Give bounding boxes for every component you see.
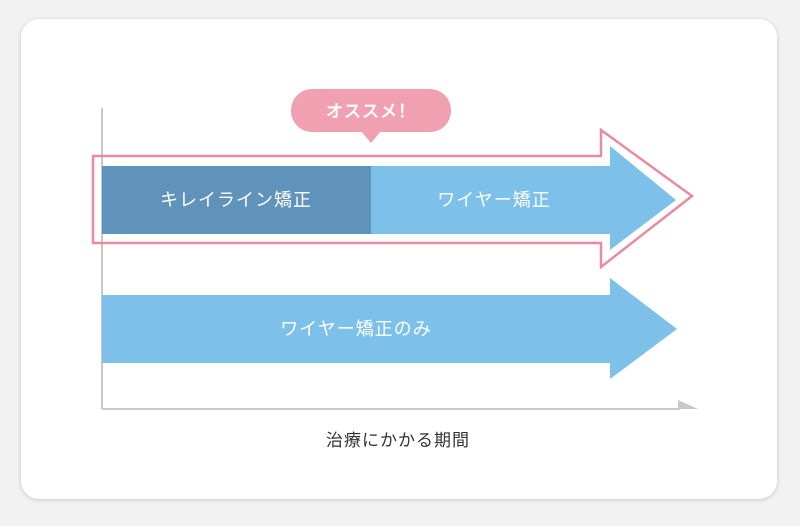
- recommend-badge: [291, 89, 451, 132]
- recommend-badge-label: オススメ！: [326, 102, 416, 122]
- wire-only-label: ワイヤー矯正のみ: [280, 319, 431, 340]
- wire-segment-label: ワイヤー矯正: [437, 190, 550, 211]
- axis-title: 治療にかかる期間: [326, 431, 470, 451]
- kireiline-segment-label: キレイライン矯正: [160, 190, 312, 211]
- wire-segment-arrow: [371, 146, 676, 250]
- recommended-plan-outline: [91, 127, 695, 270]
- wire-only-arrow: [102, 278, 677, 379]
- recommend-badge-pointer: [361, 131, 381, 143]
- kireiline-segment: [102, 166, 371, 234]
- x-axis-arrowhead: [678, 400, 698, 409]
